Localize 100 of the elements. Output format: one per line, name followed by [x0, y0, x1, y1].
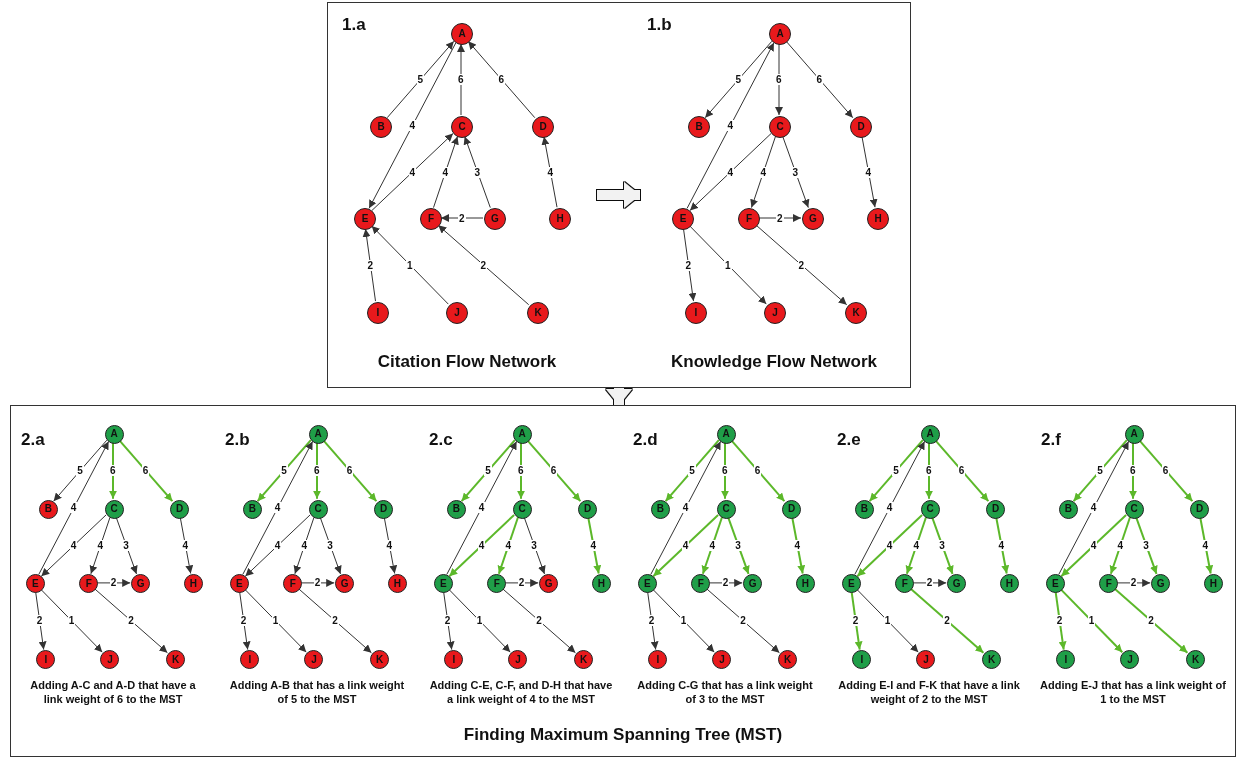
arrow — [706, 588, 780, 654]
edge-label: 2 — [943, 615, 951, 627]
edge-label: 4 — [885, 540, 894, 552]
arrow — [517, 441, 525, 500]
edge-label: 2 — [535, 615, 543, 627]
arrow — [448, 513, 516, 578]
arrow — [293, 516, 315, 575]
node-circle: C — [308, 499, 328, 519]
edge-label: 3 — [938, 540, 946, 552]
node-circle: D — [170, 499, 190, 519]
edge-label: 6 — [345, 465, 354, 477]
arrow — [686, 42, 775, 209]
node-circle: K — [778, 650, 798, 670]
arrow — [721, 441, 729, 500]
node-circle: K — [982, 650, 1002, 670]
edge-label: 2 — [109, 577, 118, 589]
node-circle: B — [688, 116, 710, 138]
node-circle: C — [716, 499, 736, 519]
panel-label: 1.a — [342, 15, 366, 35]
node-circle: F — [895, 574, 915, 594]
edge-label: 4 — [69, 502, 78, 514]
edge-label: 2 — [517, 577, 526, 589]
edge-label: 4 — [681, 502, 690, 514]
edge-label: 4 — [708, 540, 716, 552]
edge-label: 3 — [734, 540, 742, 552]
panel-caption: Adding E-I and F-K that have a link weight of 2 to the MST — [837, 678, 1021, 707]
node-circle: K — [574, 650, 594, 670]
edge-label: 2 — [776, 212, 784, 224]
node-circle: J — [446, 302, 468, 324]
node-circle: C — [104, 499, 124, 519]
arrow — [109, 441, 117, 500]
arrow — [910, 588, 985, 654]
arrow — [730, 439, 786, 503]
node-circle: K — [370, 650, 390, 670]
edge-label: 4 — [1089, 540, 1098, 552]
node-circle: E — [841, 574, 861, 594]
arrow — [313, 441, 321, 500]
arrow — [758, 214, 802, 222]
node-circle: F — [691, 574, 711, 594]
arrow — [1138, 439, 1194, 503]
panel-caption: Adding A-B that has a link weight of 5 to the MST — [228, 678, 406, 707]
arrow — [1060, 513, 1128, 578]
panel-label: 1.b — [647, 15, 672, 35]
node-circle: C — [512, 499, 532, 519]
node-circle: G — [335, 574, 355, 594]
edge-label: 5 — [892, 465, 900, 477]
node-circle: C — [920, 499, 940, 519]
node-circle: J — [1120, 650, 1140, 670]
node-circle: H — [999, 574, 1019, 594]
arrow — [504, 578, 539, 587]
arrow — [35, 591, 47, 651]
node-circle: A — [104, 424, 124, 444]
node-circle: G — [1151, 574, 1171, 594]
node-circle: H — [183, 574, 203, 594]
node-circle: G — [743, 574, 763, 594]
node-circle: G — [802, 208, 824, 230]
node-circle: F — [420, 208, 442, 230]
edge-label: 4 — [885, 502, 894, 514]
edge-label: 4 — [385, 540, 394, 552]
edge-label: 6 — [753, 465, 762, 477]
edge-label: 6 — [721, 465, 729, 477]
edge-label: 2 — [851, 615, 860, 627]
node-circle: I — [1056, 650, 1076, 670]
node-circle: J — [764, 302, 786, 324]
node-circle: B — [854, 499, 874, 519]
node-circle: E — [229, 574, 249, 594]
arrow — [383, 517, 398, 574]
arrow — [856, 589, 919, 653]
edge-label: 4 — [273, 502, 282, 514]
edge-label: 4 — [300, 540, 308, 552]
node-circle: A — [512, 424, 532, 444]
arrow — [526, 439, 582, 503]
edge-label: 4 — [477, 502, 486, 514]
edge-label: 1 — [67, 615, 76, 627]
block-arrow — [606, 388, 632, 405]
edge-label: 6 — [925, 465, 933, 477]
arrow — [1060, 588, 1124, 654]
edge-label: 4 — [726, 120, 735, 131]
panel-caption: Citation Flow Network — [377, 351, 557, 373]
block-arrow — [597, 182, 640, 208]
node-circle: C — [1124, 499, 1144, 519]
edge-label: 2 — [239, 615, 248, 627]
arrow — [689, 133, 772, 211]
node-circle: G — [131, 574, 151, 594]
arrow — [115, 516, 138, 575]
node-circle: B — [650, 499, 670, 519]
node-circle: H — [591, 574, 611, 594]
arrow — [785, 40, 854, 119]
node-circle: F — [738, 208, 760, 230]
node-circle: J — [712, 650, 732, 670]
edge-label: 4 — [793, 540, 802, 552]
edge-label: 5 — [484, 465, 492, 477]
arrow — [701, 516, 723, 575]
node-circle: E — [25, 574, 45, 594]
arrow — [242, 440, 314, 575]
panel-frame — [327, 2, 911, 388]
panel-label: 2.c — [429, 430, 453, 450]
arrow — [448, 589, 511, 653]
arrow — [704, 40, 773, 119]
arrow — [96, 578, 131, 587]
